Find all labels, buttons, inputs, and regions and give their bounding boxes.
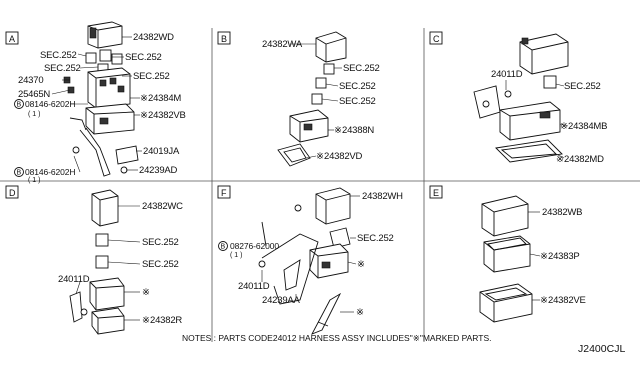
panel-b: B 24382WA SEC.252 SEC.252 SEC.252 ※ 2438… bbox=[217, 31, 380, 167]
part-label: 24382R bbox=[150, 315, 182, 326]
part-label: 24382WB bbox=[542, 207, 582, 218]
bolt-letter: B bbox=[17, 102, 22, 109]
harness-mark: ※ bbox=[316, 151, 324, 162]
part-label: 24382WA bbox=[262, 39, 303, 50]
quantity-label: ( 1 ) bbox=[230, 252, 242, 259]
harness-mark: ※ bbox=[334, 125, 342, 136]
panel-d-label: D bbox=[9, 188, 16, 198]
part-label: 24239AD bbox=[139, 165, 178, 176]
fuse-box-body bbox=[85, 67, 135, 135]
part-label: 08276-62000 bbox=[230, 241, 279, 251]
sec-label: SEC.252 bbox=[339, 96, 376, 107]
part-label: 24382VE bbox=[548, 295, 586, 306]
panel-a-label: A bbox=[9, 34, 15, 44]
harness-mark: ※ bbox=[140, 110, 148, 121]
part-label: 08146-6202H bbox=[25, 99, 75, 109]
sec-label: SEC.252 bbox=[339, 81, 376, 92]
bolt-letter: B bbox=[17, 170, 22, 177]
harness-mark: ※ bbox=[540, 251, 548, 262]
harness-mark: ※ bbox=[357, 259, 365, 270]
diagram-code: J2400CJL bbox=[578, 343, 625, 355]
sec-label: SEC.252 bbox=[343, 63, 380, 74]
part-label: 24383P bbox=[548, 251, 580, 262]
part-label: 24011D bbox=[58, 274, 90, 285]
harness-mark: ※ bbox=[142, 287, 150, 298]
harness-mark: ※ bbox=[540, 295, 548, 306]
notes-text: NOTES : PARTS CODE24012 HARNESS ASSY INC… bbox=[182, 333, 492, 343]
harness-mark: ※ bbox=[356, 307, 364, 318]
part-label: 24019JA bbox=[143, 146, 180, 157]
relay-cover bbox=[87, 21, 123, 49]
part-label: 25465N bbox=[18, 89, 50, 100]
panel-d: D 24382WC SEC.252 SEC.252 24011D ※ ※ 243… bbox=[5, 185, 183, 335]
bolt-callout: B 08146-6202H ( 1 ) bbox=[14, 99, 76, 118]
panel-e: E 24382WB ※ 24383P ※ 24382VE bbox=[429, 185, 586, 323]
bolt-callout: B 08276-62000 ( 1 ) bbox=[218, 241, 279, 259]
bracket bbox=[69, 117, 139, 177]
quantity-label: ( 1 ) bbox=[28, 111, 40, 118]
sec-label: SEC.252 bbox=[40, 50, 77, 61]
panel-c-label: C bbox=[433, 34, 440, 44]
panel-b-label: B bbox=[221, 34, 227, 44]
part-label: 24382WC bbox=[142, 201, 183, 212]
panel-f-label: F bbox=[221, 188, 227, 198]
part-label: 24239AA bbox=[262, 295, 301, 306]
harness-mark: ※ bbox=[140, 93, 148, 104]
part-label: 08146-6202H bbox=[25, 167, 75, 177]
part-label: 24382WH bbox=[362, 191, 403, 202]
sec-label: SEC.252 bbox=[357, 233, 394, 244]
part-label: 24382VB bbox=[148, 110, 186, 121]
sec-label: SEC.252 bbox=[133, 71, 170, 82]
panel-f: F 24382WH B 08276-62000 ( 1 ) SEC.252 24… bbox=[217, 185, 403, 335]
harness-mark: ※ bbox=[556, 154, 564, 165]
bolt-letter: B bbox=[221, 244, 226, 251]
sec-label: SEC.252 bbox=[44, 63, 81, 74]
bolt-callout: B 08146-6202H ( 1 ) bbox=[14, 167, 76, 184]
panel-e-label: E bbox=[433, 188, 439, 198]
sec-label: SEC.252 bbox=[142, 259, 179, 270]
part-label: 24388N bbox=[342, 125, 374, 136]
quantity-label: ( 1 ) bbox=[28, 177, 40, 184]
panel-a: A bbox=[5, 21, 186, 184]
part-label: 24011D bbox=[491, 69, 523, 80]
harness-mark: ※ bbox=[142, 315, 150, 326]
part-label: 24384M bbox=[148, 93, 181, 104]
part-label: 24370 bbox=[18, 75, 43, 86]
sec-label: SEC.252 bbox=[142, 237, 179, 248]
panel-c: C 24011D SEC.252 ※ 24384MB ※ 24382MD bbox=[429, 31, 607, 165]
part-label: 24382VD bbox=[324, 151, 363, 162]
harness-mark: ※ bbox=[560, 121, 568, 132]
part-label: 24382WD bbox=[133, 32, 174, 43]
sec-label: SEC.252 bbox=[564, 81, 601, 92]
sec-label: SEC.252 bbox=[125, 52, 162, 63]
part-label: 24384MB bbox=[568, 121, 607, 132]
part-label: 24382MD bbox=[564, 154, 604, 165]
part-label: 24011D bbox=[238, 281, 270, 292]
panel-grid bbox=[0, 28, 640, 342]
